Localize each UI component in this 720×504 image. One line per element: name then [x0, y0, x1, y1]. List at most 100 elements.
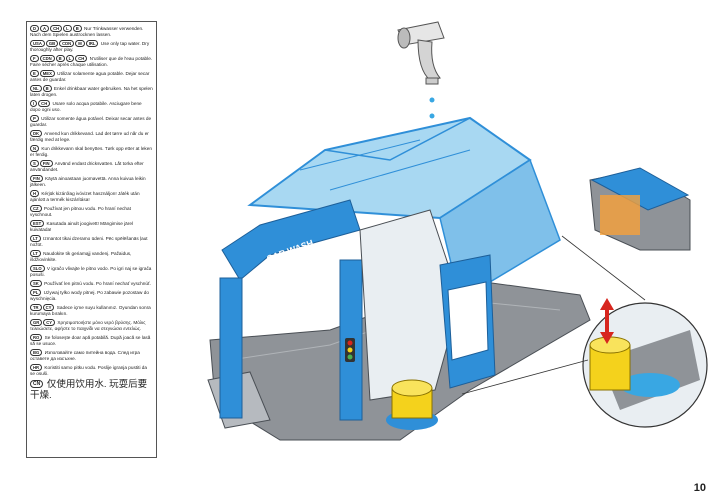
country-code-badge: BG — [30, 348, 43, 356]
instruction-text: V igračo vlivajte le pitno vodo. Po igri… — [30, 266, 152, 278]
country-code-badge: B — [55, 55, 65, 63]
instruction-text: Se foloseşte doar apă potabilă. După joa… — [30, 334, 151, 346]
country-code-badge: LT — [30, 235, 41, 243]
instruction-entry: P Utilizar somente água potável. Deixar … — [30, 115, 153, 128]
country-code-badge: CDN — [59, 40, 75, 48]
instruction-entry: H Kérjük kizárólag ivóvizet használjon! … — [30, 190, 153, 203]
country-code-badge: NL — [30, 85, 42, 93]
country-code-badge: CH — [50, 25, 63, 33]
country-code-badge: A — [40, 25, 50, 33]
country-code-badge: TR — [30, 303, 42, 311]
instruction-text: Naudokite tik geriamąjį vandenį. Pažaidu… — [30, 251, 132, 263]
instruction-entry: PL Używaj tylko wody pitnej. Po zabawie … — [30, 288, 153, 302]
ticket-machine — [439, 254, 496, 389]
instruction-entry: N Kun drikkevann skal benyttes. Tørk opp… — [30, 145, 153, 158]
instruction-entry: LT Izmantot tikai dzeramo ūdeni. Pēc spē… — [30, 235, 153, 248]
country-code-badge: CN — [30, 380, 44, 389]
country-code-badge: F — [30, 55, 39, 63]
faucet-icon — [397, 21, 445, 85]
country-code-badge: L — [65, 55, 75, 63]
instruction-entry: SK Používať len pitnú vodu. Po hraní nec… — [30, 280, 153, 288]
country-code-badge: FIN — [30, 175, 43, 183]
country-code-badge: SK — [30, 280, 42, 288]
country-code-badge: DK — [30, 130, 43, 138]
instruction-entry: SLO V igračo vlivajte le pitno vodo. Po … — [30, 265, 153, 278]
instruction-entry: EST Kasutada ainult joogivett! Mängimise… — [30, 220, 153, 233]
country-code-badge: HR — [30, 363, 43, 371]
instruction-text: Sadece içme suyu kullanınız. Oyundan son… — [30, 304, 151, 316]
instruction-text: Utilizar solamente agua potable. Dejar s… — [30, 71, 150, 83]
instruction-entry: FIN Käytä ainoastaan juomavettä. Anna ku… — [30, 175, 153, 188]
country-code-badge: B — [72, 25, 82, 33]
country-code-badge: CY — [42, 303, 55, 311]
instruction-entry: BG Използвайте само питейна вода. След и… — [30, 348, 153, 362]
country-code-badge: S — [30, 160, 39, 168]
instruction-text: Kun drikkevann skal benyttes. Tørk opp e… — [30, 146, 152, 158]
car-wash-illustration: CAR WASH — [207, 21, 708, 441]
instruction-text: Use only tap water. Dry thoroughly after… — [30, 41, 150, 53]
instruction-text: Kérjük kizárólag ivóvizet használjon! Já… — [30, 191, 140, 203]
zoom-detail-circle — [582, 298, 708, 428]
instruction-entry: RO Se foloseşte doar apă potabilă. După … — [30, 333, 153, 347]
instruction-text: Enkel drinkbaar water gebruiken. Na het … — [30, 86, 153, 98]
country-code-badge: EST — [30, 220, 45, 228]
instruction-text: Używaj tylko wody pitnej. Po zabawie poz… — [30, 289, 149, 301]
instruction-entry: LT Naudokite tik geriamąjį vandenį. Paža… — [30, 250, 153, 263]
instruction-text: Anvend kun drikkevand. Lad det tørre ud … — [30, 131, 149, 143]
instruction-text: Nur Trinkwasser verwenden. Nach dem Spie… — [30, 26, 144, 38]
page-number: 10 — [693, 482, 706, 494]
country-code-badge: USA — [30, 40, 45, 48]
country-code-badge: E — [30, 70, 39, 78]
yellow-brush — [386, 379, 438, 430]
instruction-text: Izmantot tikai dzeramo ūdeni. Pēc spēlēš… — [30, 236, 148, 248]
country-code-badge: L — [63, 25, 72, 33]
country-code-badge: PL — [30, 288, 42, 296]
instruction-text: Използвайте само питейна вода. След игра… — [30, 349, 140, 361]
country-code-badge: MEX — [39, 70, 55, 78]
instruction-entry: DK Anvend kun drikkevand. Lad det tørre … — [30, 130, 153, 143]
instruction-entry: HR Koristiti samo pitku vodu. Poslije ig… — [30, 363, 153, 377]
country-code-badge: M — [75, 40, 85, 48]
inset-car-wash — [589, 167, 691, 251]
car-wash-arch: CAR WASH — [219, 199, 363, 421]
up-down-arrow-icon — [600, 298, 614, 344]
country-code-badge: CH — [38, 100, 51, 108]
instruction-text: Používať len pitnú vodu. Po hraní nechať… — [42, 281, 152, 286]
instruction-text: Käytä ainoastaan juomavettä. Anna kuivua… — [30, 176, 146, 188]
country-code-badge: B — [42, 85, 52, 93]
country-code-badge: H — [30, 190, 40, 198]
instruction-text: 仅使用饮用水. 玩耍后要干燥. — [30, 379, 148, 402]
instruction-text: Χρησιμοποιήστε μόνο νερό βρύσης. Μόλις τ… — [30, 319, 146, 331]
instruction-text: Kasutada ainult joogivett! Mängimise jär… — [30, 221, 133, 233]
country-code-badge: I — [30, 100, 38, 108]
country-code-badge: SLO — [30, 265, 45, 273]
instruction-text: Používat jen pitnou vodu. Po hraní necha… — [30, 206, 131, 218]
instruction-entry: CZ Používat jen pitnou vodu. Po hraní ne… — [30, 205, 153, 218]
country-code-badge: CH — [75, 55, 88, 63]
country-code-badge: IRL — [85, 40, 99, 48]
instruction-text: Utilizar somente água potável. Deixar se… — [30, 116, 152, 128]
country-code-badge: GR — [30, 318, 43, 326]
country-code-badge: LT — [30, 250, 41, 258]
country-code-badge: P — [30, 115, 39, 123]
country-code-badge: GB — [45, 40, 59, 48]
instruction-text: Använd endast dricksvatten. Låt torka ef… — [30, 161, 144, 173]
instruction-text: Usare solo acqua potabile. Asciugare ben… — [30, 101, 142, 113]
instruction-text: N'utiliser que de l'eau potable. Faire s… — [30, 56, 153, 68]
country-code-badge: CY — [43, 318, 56, 326]
country-code-badge: FIN — [39, 160, 53, 168]
country-code-badge: RO — [30, 333, 43, 341]
country-code-badge: N — [30, 145, 40, 153]
instruction-entry: CN 仅使用饮用水. 玩耍后要干燥. — [30, 379, 153, 401]
instruction-text: Koristiti samo pitku vodu. Poslije igran… — [30, 364, 148, 376]
country-code-badge: D — [30, 25, 40, 33]
